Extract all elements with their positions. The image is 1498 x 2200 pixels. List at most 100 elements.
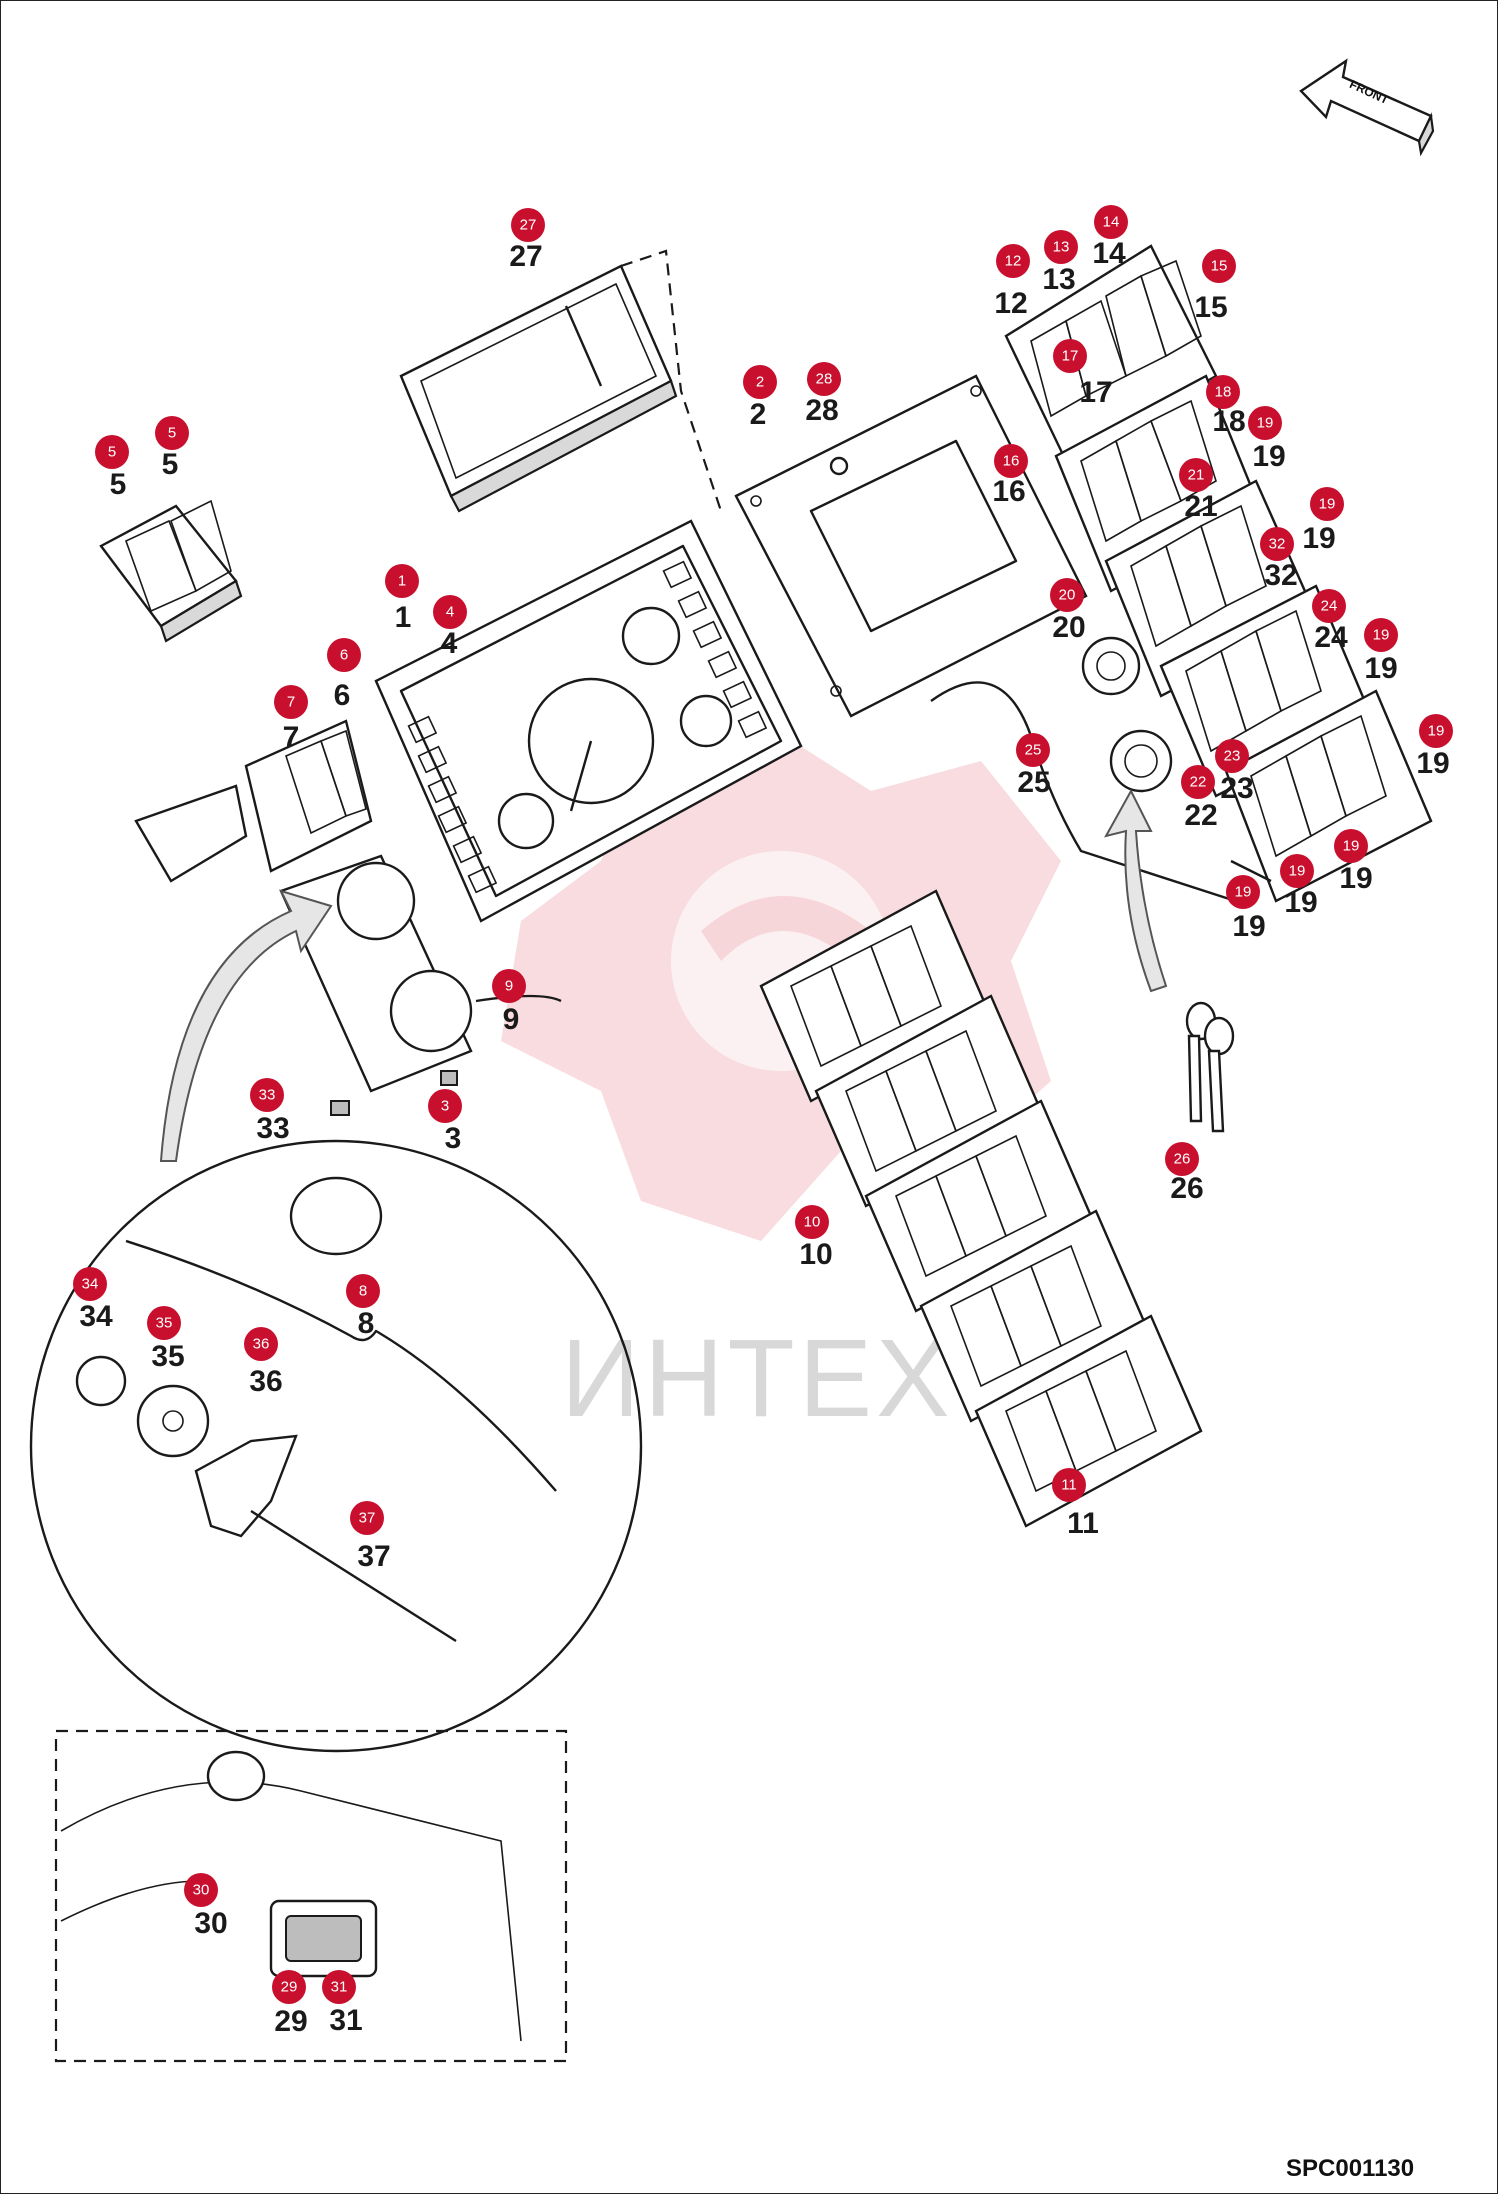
callout-bubble-label-c19d: 19	[1428, 723, 1445, 740]
callout-bubble-label-c5b: 5	[168, 425, 176, 442]
callout-bubble-c22[interactable]	[1181, 765, 1215, 799]
callout-bubble-c10[interactable]	[795, 1205, 829, 1239]
callout-bubble-c30[interactable]	[184, 1873, 218, 1907]
part-number-c12: 12	[994, 287, 1027, 320]
callout-bubble-c2[interactable]	[743, 365, 777, 399]
callout-bubble-c37[interactable]	[350, 1501, 384, 1535]
callout-bubble-c9[interactable]	[492, 969, 526, 1003]
part-number-c17: 17	[1079, 376, 1112, 409]
part-number-c5a: 5	[110, 468, 127, 501]
part-number-c18: 18	[1212, 405, 1245, 438]
callout-bubble-c20[interactable]	[1050, 578, 1084, 612]
callout-bubble-c11[interactable]	[1052, 1468, 1086, 1502]
part-number-c15: 15	[1194, 291, 1227, 324]
callout-bubble-label-c4: 4	[446, 604, 454, 621]
callout-bubble-c6[interactable]	[327, 638, 361, 672]
callout-bubble-c19e[interactable]	[1334, 829, 1368, 863]
switch-blank-stack	[759, 889, 1203, 1528]
callout-bubble-c31[interactable]	[322, 1970, 356, 2004]
callout-bubble-label-c19c: 19	[1373, 627, 1390, 644]
part-number-c23: 23	[1220, 772, 1253, 805]
callout-bubble-c19f[interactable]	[1280, 854, 1314, 888]
callout-bubble-label-c8: 8	[359, 1283, 367, 1300]
part-number-c29: 29	[274, 2005, 307, 2038]
callout-bubble-c8[interactable]	[346, 1274, 380, 1308]
part-number-c16: 16	[992, 475, 1025, 508]
part-number-c20: 20	[1052, 611, 1085, 644]
callout-bubble-c35[interactable]	[147, 1306, 181, 1340]
callout-arrow-right	[1104, 788, 1168, 993]
callout-bubble-c19b[interactable]	[1310, 487, 1344, 521]
callout-bubble-c36[interactable]	[244, 1327, 278, 1361]
callout-bubble-c12[interactable]	[996, 244, 1030, 278]
callout-bubble-c16[interactable]	[994, 444, 1028, 478]
callout-bubble-c14[interactable]	[1094, 205, 1128, 239]
callout-bubble-c15[interactable]	[1202, 249, 1236, 283]
callout-bubble-c19c[interactable]	[1364, 618, 1398, 652]
key-26	[1185, 1001, 1235, 1133]
callout-bubble-c26[interactable]	[1165, 1142, 1199, 1176]
callout-bubble-label-c25: 25	[1025, 742, 1042, 759]
callout-bubble-label-c10: 10	[804, 1214, 821, 1231]
callout-bubble-c5a[interactable]	[95, 435, 129, 469]
watermark-text: ИНТЕХ	[561, 1317, 953, 1440]
callout-bubble-c28[interactable]	[807, 362, 841, 396]
callout-bubble-label-c19f: 19	[1289, 863, 1306, 880]
callout-bubble-label-c28: 28	[816, 371, 833, 388]
callout-bubble-label-c18: 18	[1215, 384, 1232, 401]
callout-bubble-c17[interactable]	[1053, 339, 1087, 373]
callout-bubble-label-c19b: 19	[1319, 496, 1336, 513]
callout-bubble-label-c30: 30	[193, 1882, 210, 1899]
part-number-c19g: 19	[1232, 910, 1265, 943]
callout-bubble-label-c1: 1	[398, 573, 406, 590]
part-number-c3: 3	[445, 1122, 462, 1155]
callout-bubble-label-c21: 21	[1188, 467, 1205, 484]
part-number-c19c: 19	[1364, 652, 1397, 685]
callout-bubble-c5b[interactable]	[155, 416, 189, 450]
callout-bubble-c19g[interactable]	[1226, 875, 1260, 909]
callout-bubble-label-c5a: 5	[108, 444, 116, 461]
callout-bubble-c34[interactable]	[73, 1267, 107, 1301]
callout-bubble-c3[interactable]	[428, 1089, 462, 1123]
callout-bubble-label-c6: 6	[340, 647, 348, 664]
callout-bubble-label-c20: 20	[1059, 587, 1076, 604]
part-number-c35: 35	[151, 1340, 184, 1373]
part-number-c19b: 19	[1302, 522, 1335, 555]
part-number-c28: 28	[805, 394, 838, 427]
part-number-c6: 6	[334, 679, 351, 712]
side-switch-block-6-7	[134, 719, 373, 883]
callout-bubble-c24[interactable]	[1312, 589, 1346, 623]
callout-bubble-c27[interactable]	[511, 208, 545, 242]
part-number-c27: 27	[509, 240, 542, 273]
callout-bubble-c32[interactable]	[1260, 527, 1294, 561]
part-number-c7: 7	[283, 721, 300, 754]
callout-bubble-c19d[interactable]	[1419, 714, 1453, 748]
ignition-switch-25	[930, 636, 1252, 908]
part-number-c8: 8	[358, 1307, 375, 1340]
callout-bubble-c25[interactable]	[1016, 733, 1050, 767]
part-number-c26: 26	[1170, 1172, 1203, 1205]
callout-labels: 2727141413131212151517172228281818191916…	[73, 205, 1453, 2038]
callout-bubble-c13[interactable]	[1044, 230, 1078, 264]
callout-bubble-label-c37: 37	[359, 1510, 376, 1527]
callout-bubble-label-c29: 29	[281, 1979, 298, 1996]
callout-bubble-c23[interactable]	[1215, 739, 1249, 773]
callout-bubble-c33[interactable]	[250, 1078, 284, 1112]
callout-bubble-label-c35: 35	[156, 1315, 173, 1332]
callout-bubble-c1[interactable]	[385, 564, 419, 598]
callout-bubble-label-c17: 17	[1062, 348, 1079, 365]
front-arrow-icon: FRONT	[1299, 58, 1435, 157]
part-number-c19d: 19	[1416, 747, 1449, 780]
part-number-c1: 1	[395, 601, 412, 634]
callout-bubble-label-c2: 2	[756, 374, 764, 391]
callout-bubble-c19a[interactable]	[1248, 406, 1282, 440]
callout-bubble-c18[interactable]	[1206, 375, 1240, 409]
callout-bubble-c21[interactable]	[1179, 458, 1213, 492]
part-number-c9: 9	[503, 1003, 520, 1036]
callout-bubble-c29[interactable]	[272, 1970, 306, 2004]
part-number-c2: 2	[750, 398, 767, 431]
part-number-c24: 24	[1314, 621, 1348, 654]
callout-bubble-label-c22: 22	[1190, 774, 1207, 791]
callout-bubble-c7[interactable]	[274, 685, 308, 719]
callout-bubble-c4[interactable]	[433, 595, 467, 629]
